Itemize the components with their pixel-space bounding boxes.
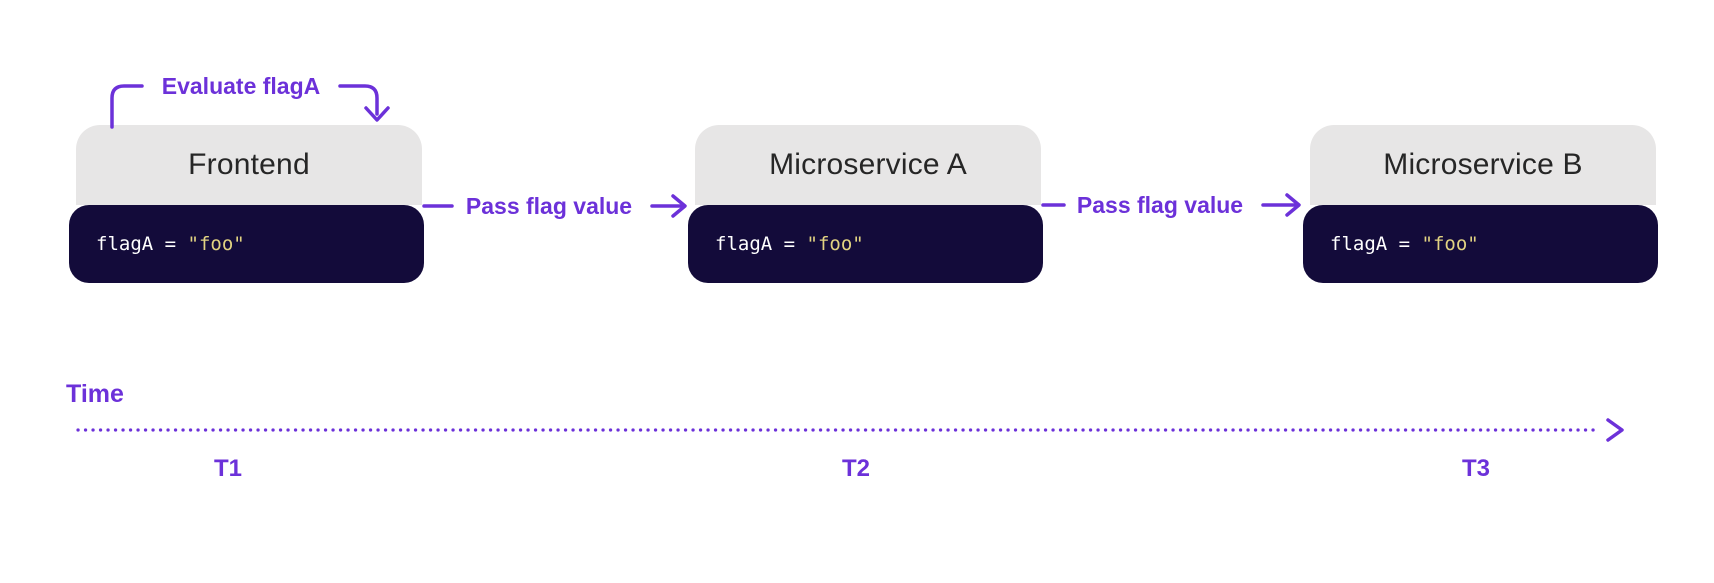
microservice-a-code-value: "foo" bbox=[806, 233, 864, 255]
microservice-a-box: Microservice A flagA = "foo" bbox=[688, 125, 1043, 283]
microservice-b-title: Microservice B bbox=[1383, 148, 1583, 181]
tick-label-t1: T1 bbox=[213, 455, 243, 482]
time-axis bbox=[76, 418, 1624, 442]
time-axis-label: Time bbox=[66, 380, 124, 408]
right-arrow-icon bbox=[671, 194, 687, 218]
microservice-a-code-block: flagA = "foo" bbox=[688, 205, 1043, 283]
microservice-a-header: Microservice A bbox=[695, 125, 1041, 205]
evaluate-flag-label: Evaluate flagA bbox=[162, 73, 321, 99]
pass-flag-label-2: Pass flag value bbox=[1077, 192, 1243, 218]
microservice-a-code-var: flagA = bbox=[715, 233, 807, 255]
evaluate-bracket-right-line bbox=[338, 84, 379, 116]
frontend-title: Frontend bbox=[188, 148, 310, 181]
pass-flag-annotation-2: Pass flag value bbox=[1041, 192, 1301, 218]
frontend-code-var: flagA = bbox=[96, 233, 188, 255]
pass-flag-annotation-1: Pass flag value bbox=[422, 193, 687, 219]
time-axis-arrow-icon bbox=[1606, 418, 1624, 442]
down-arrow-icon bbox=[364, 106, 390, 122]
microservice-b-code-value: "foo" bbox=[1421, 233, 1479, 255]
tick-label-t3: T3 bbox=[1461, 455, 1491, 482]
evaluate-bracket-left-line bbox=[110, 84, 144, 129]
pass-flag-label-1: Pass flag value bbox=[466, 193, 632, 219]
microservice-a-title: Microservice A bbox=[769, 148, 967, 181]
microservice-b-box: Microservice B flagA = "foo" bbox=[1303, 125, 1658, 283]
tick-label-t2: T2 bbox=[841, 455, 871, 482]
microservice-b-code-var: flagA = bbox=[1330, 233, 1422, 255]
frontend-box: Frontend flagA = "foo" bbox=[69, 125, 424, 283]
right-arrow-icon bbox=[1285, 193, 1301, 217]
microservice-b-header: Microservice B bbox=[1310, 125, 1656, 205]
frontend-code-block: flagA = "foo" bbox=[69, 205, 424, 283]
evaluate-flag-annotation: Evaluate flagA bbox=[110, 73, 390, 129]
microservice-b-code-block: flagA = "foo" bbox=[1303, 205, 1658, 283]
frontend-code-value: "foo" bbox=[187, 233, 245, 255]
frontend-header: Frontend bbox=[76, 125, 422, 205]
